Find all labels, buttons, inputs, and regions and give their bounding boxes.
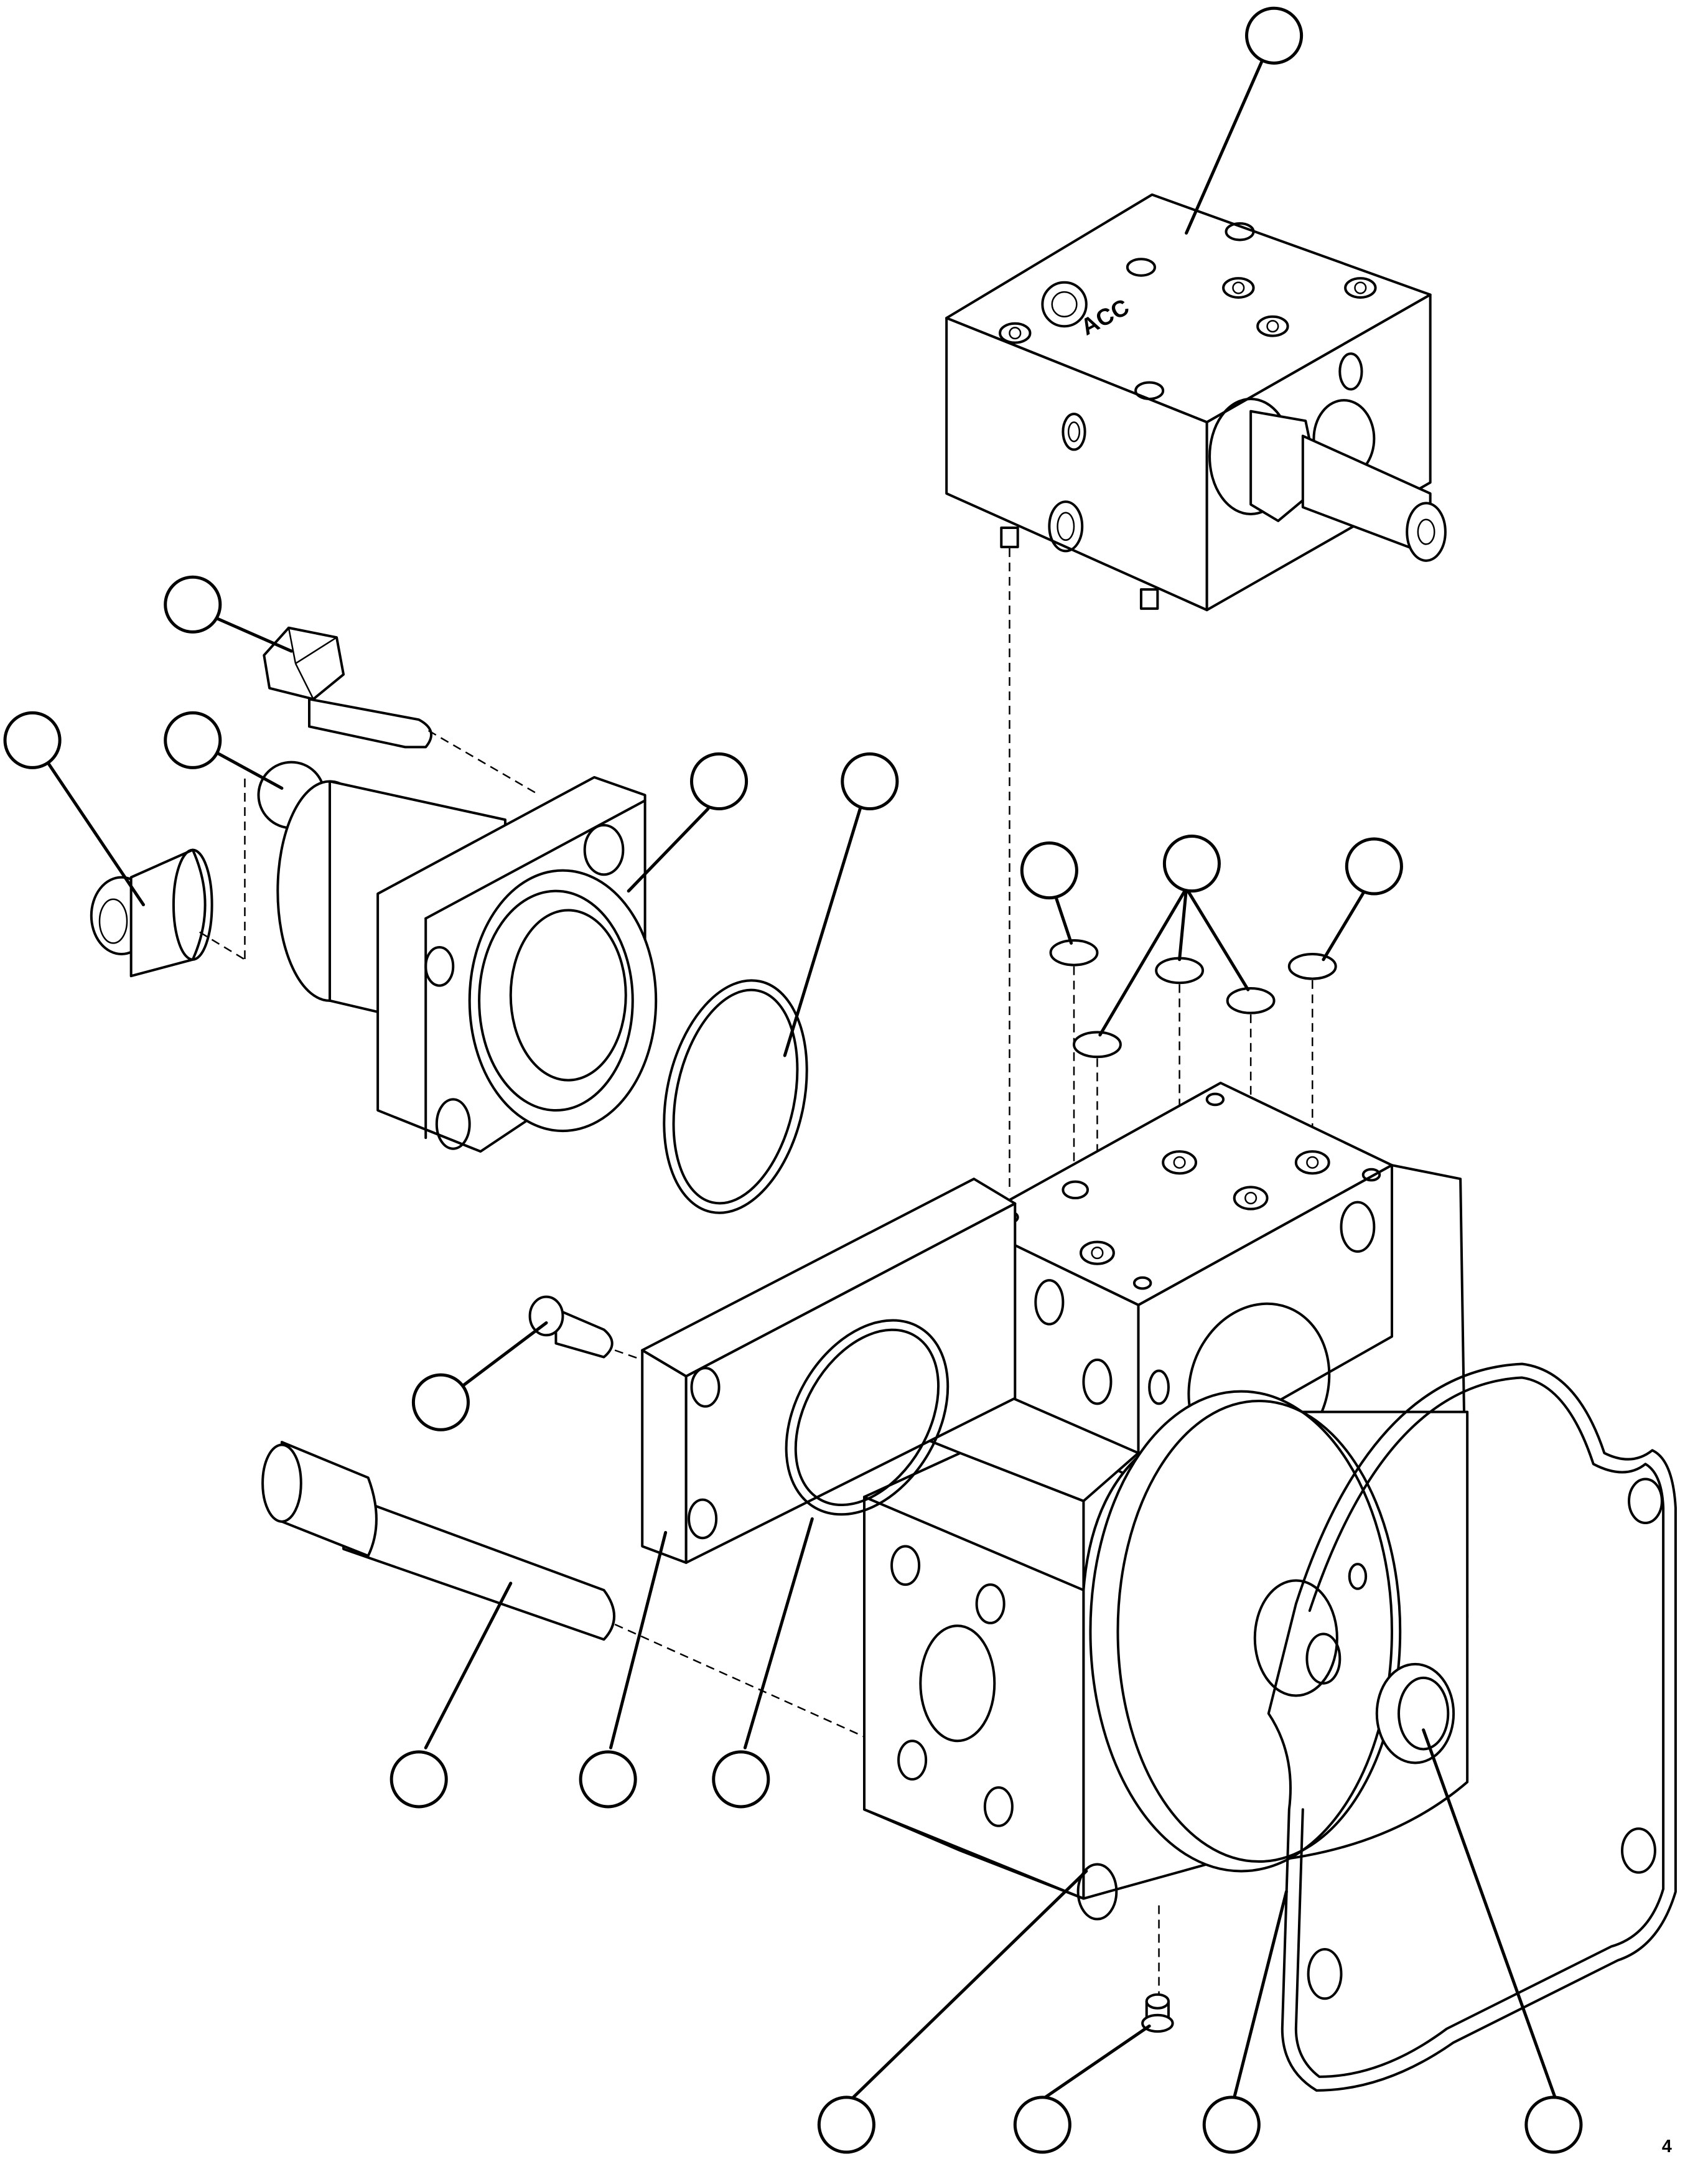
callout-drain-plug bbox=[1015, 2097, 1070, 2152]
drain-plug bbox=[1142, 1995, 1172, 2031]
pump-housing bbox=[864, 1083, 1467, 1919]
callout-body-oring bbox=[714, 1752, 768, 1807]
seal-rings bbox=[1051, 940, 1336, 1057]
callout-shaft-seal bbox=[1526, 2097, 1581, 2152]
fitting-bolt bbox=[264, 628, 431, 747]
callout-capscrew bbox=[413, 1375, 468, 1430]
callout-pump-housing bbox=[819, 2097, 874, 2152]
callout-plug bbox=[5, 713, 60, 767]
callout-plate bbox=[581, 1752, 635, 1807]
plug bbox=[91, 850, 212, 976]
flange-adapter bbox=[278, 777, 656, 1151]
adapter-plate bbox=[642, 1179, 1015, 1563]
callout-seal-left bbox=[1022, 843, 1076, 898]
housing-gasket bbox=[1269, 1364, 1676, 2091]
guide-pin bbox=[263, 1442, 614, 1639]
callout-seal-right bbox=[1346, 839, 1401, 894]
callout-fitting-bolt bbox=[166, 577, 220, 632]
callout-top-valve-block bbox=[1247, 8, 1302, 63]
callout-gasket bbox=[1204, 2097, 1259, 2152]
callout-balloons bbox=[5, 8, 1581, 2152]
callout-pin bbox=[391, 1752, 446, 1807]
body-oring bbox=[754, 1291, 981, 1543]
valve-block-top: ACC bbox=[946, 195, 1445, 610]
callout-flange-adapter bbox=[691, 754, 746, 808]
large-oring bbox=[644, 967, 827, 1226]
shaft-seal bbox=[1377, 1664, 1454, 1763]
callout-seal-center bbox=[1164, 836, 1219, 891]
capscrew bbox=[530, 1297, 612, 1357]
callout-large-oring bbox=[842, 754, 897, 808]
leader-lines bbox=[42, 62, 1555, 2097]
callout-small-oring bbox=[166, 713, 220, 767]
sheet-code: 4 bbox=[1662, 2137, 1672, 2157]
